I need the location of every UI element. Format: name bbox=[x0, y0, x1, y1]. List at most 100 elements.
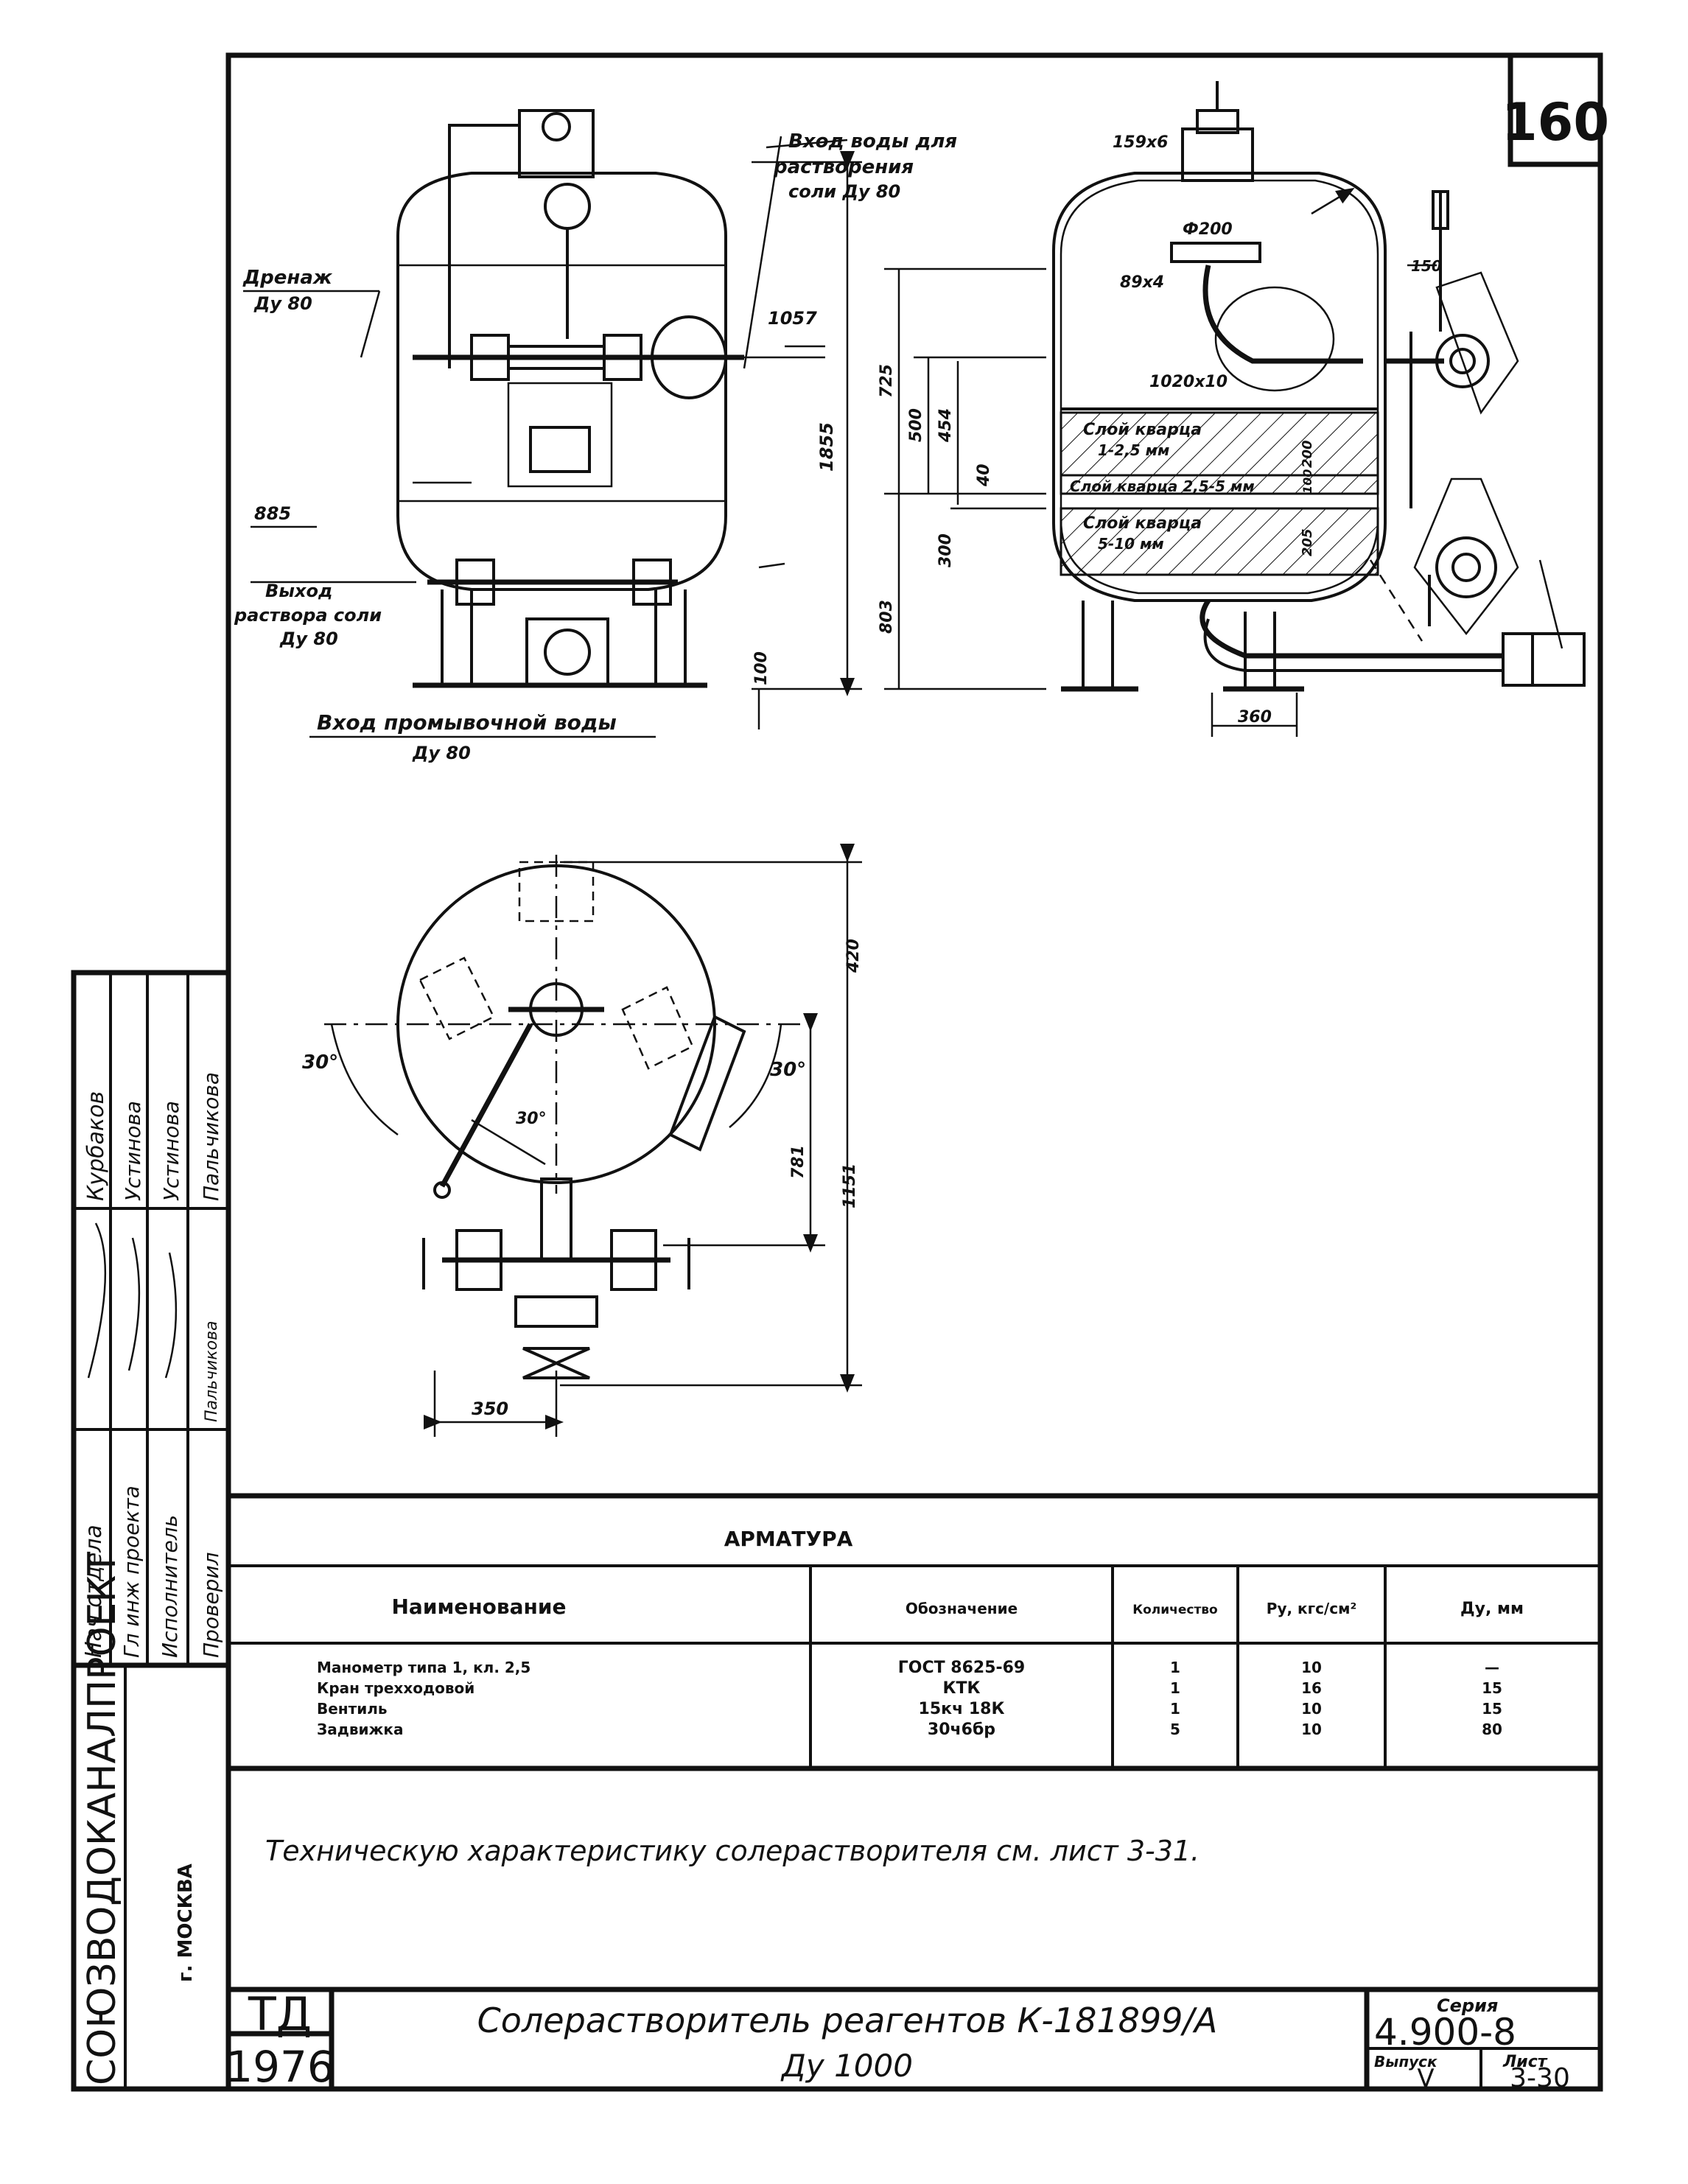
dim-781-label: 781 bbox=[789, 1145, 808, 1179]
layer3-label-2: 5-10 мм bbox=[1098, 535, 1164, 553]
elev-1057-label: 1057 bbox=[768, 308, 817, 329]
angle-right-label: 30° bbox=[770, 1059, 806, 1081]
row-3-qty: 5 bbox=[1170, 1721, 1180, 1738]
table-row: Задвижка 30ч6бр 5 10 80 bbox=[317, 1721, 1502, 1739]
logo-td: ТД bbox=[248, 1987, 312, 2041]
quartz-layer-2 bbox=[1060, 474, 1379, 495]
name-executor: Устинова bbox=[159, 1101, 183, 1201]
handwritten-signatures bbox=[87, 1222, 178, 1379]
table-title: АРМАТУРА bbox=[724, 1527, 853, 1551]
water-inlet-label-2: растворения bbox=[773, 156, 914, 178]
row-0-qty: 1 bbox=[1170, 1659, 1180, 1676]
elev-885-label: 885 bbox=[254, 503, 291, 524]
name-checked: Пальчикова bbox=[199, 1072, 223, 1201]
top-fitting bbox=[518, 109, 595, 178]
series-label: Серия bbox=[1437, 1995, 1498, 2016]
dim-100b-label: 100 bbox=[1300, 469, 1314, 494]
col-header-name: Наименование bbox=[392, 1595, 567, 1619]
layer1-label-1: Слой кварца bbox=[1083, 421, 1202, 439]
angle-mid-label: 30° bbox=[516, 1110, 547, 1128]
title-block bbox=[228, 1987, 1600, 2089]
water-inlet-label-3: соли Ду 80 bbox=[788, 181, 900, 202]
row-3-dn: 80 bbox=[1482, 1721, 1502, 1738]
sheet-label: Лист bbox=[1502, 2053, 1548, 2071]
row-0-name: Манометр типа 1, кл. 2,5 bbox=[317, 1659, 530, 1676]
vessel-section-shell bbox=[1052, 172, 1387, 602]
col-header-pressure: Ру, кгс/см² bbox=[1267, 1600, 1356, 1617]
drawing-title: Солерастворитель реагентов К-181899/А bbox=[477, 2001, 1218, 2040]
sheet-number-box bbox=[1507, 52, 1603, 167]
quartz-layer-3 bbox=[1060, 507, 1379, 576]
dim-420-label: 420 bbox=[844, 939, 863, 973]
col-header-quantity: Количество bbox=[1132, 1603, 1218, 1617]
technical-note: Техническую характеристику солерастворит… bbox=[265, 1835, 1200, 1867]
table-row: Вентиль 15кч 18К 1 10 15 bbox=[317, 1700, 1502, 1718]
name-head-of-dept: Курбаков bbox=[83, 1091, 109, 1201]
row-0-designation: ГОСТ 8625-69 bbox=[898, 1659, 1026, 1677]
sheet-value: 3-30 bbox=[1510, 2063, 1570, 2093]
drain-label: Дренаж bbox=[242, 267, 333, 289]
organization-name: СОЮЗВОДОКАНАЛПРОЕКТ bbox=[80, 1552, 125, 2085]
plan-right-nozzle bbox=[621, 986, 694, 1070]
row-0-dn: — bbox=[1485, 1659, 1499, 1676]
signature-checked: Пальчикова bbox=[203, 1320, 221, 1422]
drain-dn-label: Ду 80 bbox=[253, 293, 312, 314]
dim-40-label: 40 bbox=[975, 463, 993, 487]
issue-label: Выпуск bbox=[1374, 2053, 1437, 2071]
dim-360a-label: 360 bbox=[1238, 708, 1272, 727]
layer2-label: Слой кварца 2,5-5 мм bbox=[1070, 477, 1255, 495]
row-3-designation: 30ч6бр bbox=[928, 1721, 995, 1739]
dim-phi200-label: Ф200 bbox=[1183, 220, 1233, 239]
pipe-159x6-label: 159х6 bbox=[1113, 133, 1168, 152]
plan-left-nozzle bbox=[419, 956, 495, 1040]
role-checked: Проверил bbox=[199, 1552, 223, 1658]
outlet-valve bbox=[1531, 632, 1586, 687]
brine-outlet-label-2: раствора соли bbox=[234, 605, 382, 626]
plan-top-nozzle bbox=[518, 861, 595, 923]
dim-350-label: 350 bbox=[472, 1399, 508, 1419]
year: 1976 bbox=[225, 2042, 335, 2092]
brine-outlet-label-1: Выход bbox=[265, 581, 332, 601]
internal-pipe bbox=[1202, 265, 1363, 364]
layer3-label-1: Слой кварца bbox=[1083, 514, 1202, 533]
quartz-layer-1 bbox=[1060, 411, 1379, 477]
vessel-front-shell bbox=[396, 172, 727, 591]
dim-725-label: 725 bbox=[878, 364, 896, 398]
row-0-pressure: 10 bbox=[1301, 1659, 1322, 1676]
city-name: г. МОСКВА bbox=[175, 1863, 197, 1982]
signature-block bbox=[71, 970, 231, 2092]
row-3-pressure: 10 bbox=[1301, 1721, 1322, 1738]
row-2-pressure: 10 bbox=[1301, 1700, 1322, 1718]
col-header-designation: Обозначение bbox=[906, 1600, 1018, 1617]
row-2-designation: 15кч 18К bbox=[919, 1700, 1005, 1718]
series-value: 4.900-8 bbox=[1374, 2011, 1516, 2054]
dim-1151-label: 1151 bbox=[841, 1163, 859, 1208]
sheet-number: 160 bbox=[1502, 92, 1609, 153]
dim-500-label: 500 bbox=[907, 408, 925, 442]
dim-200-label: 200 bbox=[1300, 440, 1315, 468]
row-1-pressure: 16 bbox=[1301, 1679, 1322, 1697]
col-header-dn: Ду, мм bbox=[1460, 1600, 1524, 1618]
shell-1020x10-label: 1020х10 bbox=[1149, 373, 1228, 391]
row-1-designation: КТК bbox=[943, 1679, 981, 1698]
row-2-qty: 1 bbox=[1170, 1700, 1180, 1718]
dim-803-label: 803 bbox=[878, 600, 896, 634]
issue-value: V bbox=[1417, 2064, 1434, 2093]
bottom-pipe bbox=[1200, 599, 1503, 659]
dim-1855: 1855 bbox=[816, 422, 837, 472]
layer1-label-2: 1-2,5 мм bbox=[1098, 441, 1169, 459]
drawing-subtitle: Ду 1000 bbox=[780, 2048, 913, 2084]
pressure-gauge bbox=[544, 183, 591, 230]
dim-205-label: 205 bbox=[1300, 528, 1315, 556]
role-executor: Исполнитель bbox=[158, 1515, 182, 1658]
fittings-table bbox=[228, 1493, 1600, 1771]
dim-300-label: 300 bbox=[936, 533, 955, 567]
dim-454-label: 454 bbox=[936, 408, 955, 443]
section-view bbox=[884, 81, 1586, 737]
row-2-dn: 15 bbox=[1482, 1700, 1502, 1718]
role-chief-engineer: Гл инж проекта bbox=[119, 1485, 144, 1658]
brine-outlet-label-3: Ду 80 bbox=[279, 629, 338, 649]
water-inlet-label-1: Вход воды для bbox=[788, 130, 957, 153]
row-1-qty: 1 bbox=[1170, 1679, 1180, 1697]
